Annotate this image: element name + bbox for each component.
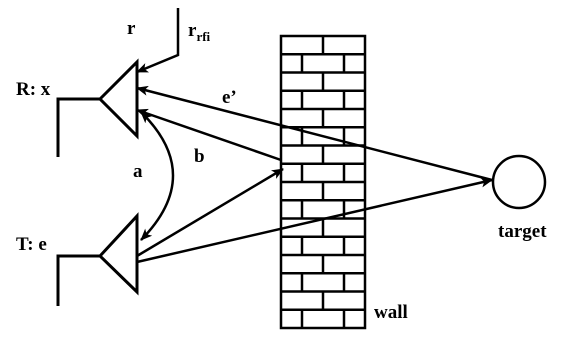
receiver-antenna xyxy=(56,58,139,157)
transmitter-to-target-arrow xyxy=(136,177,493,264)
rfi-label-sub: rfi xyxy=(196,29,210,44)
target-circle xyxy=(491,154,547,210)
target-to-receiver-arrow xyxy=(136,85,493,182)
wall-to-receiver-arrow xyxy=(136,108,282,162)
rfi-input-arrow xyxy=(136,8,180,74)
transmitter-to-wall-arrow xyxy=(136,167,284,258)
receiver-label: R: x xyxy=(16,79,51,100)
wall-reflection-label: b xyxy=(194,146,205,167)
direct-coupling-label: a xyxy=(133,161,143,182)
reflected-signal-label: e’ xyxy=(222,87,237,108)
target-label: target xyxy=(498,221,547,242)
direct-coupling-arc xyxy=(140,111,175,241)
r-label: r xyxy=(127,18,136,39)
wall xyxy=(279,34,367,330)
wall-label: wall xyxy=(374,302,408,323)
rfi-label: rrfi xyxy=(188,20,211,44)
rfi-label-main: r xyxy=(188,20,197,41)
transmitter-antenna xyxy=(56,212,139,306)
transmitter-label: T: e xyxy=(16,234,47,255)
